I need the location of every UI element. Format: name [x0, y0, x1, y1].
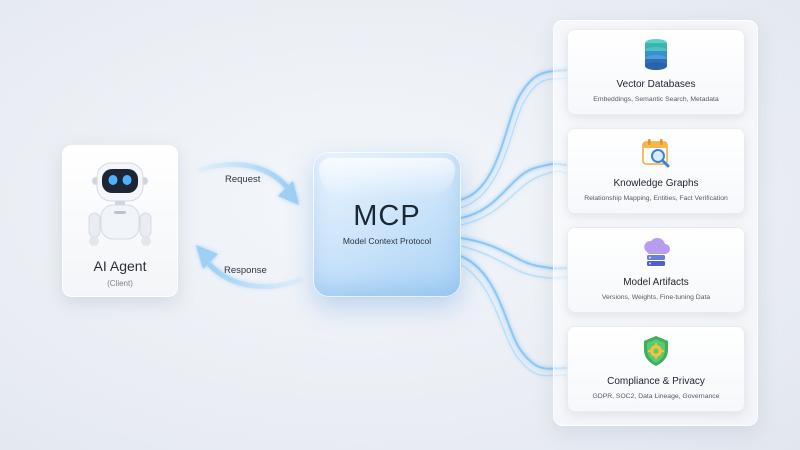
cloud-server-icon: [644, 237, 670, 266]
wire-knowledge-graphs: [460, 162, 568, 219]
database-icon: [645, 39, 667, 70]
wire-model-artifacts: [460, 237, 568, 270]
resource-description: Versions, Weights, Fine-tuning Data: [601, 294, 711, 301]
ai-agent-card[interactable]: AI Agent (Client): [62, 145, 178, 297]
calendar-search-icon: [642, 139, 670, 168]
resource-card-knowledge-graphs[interactable]: Knowledge Graphs Relationship Mapping, E…: [567, 128, 745, 214]
wire-vector-databases: [459, 69, 568, 201]
mcp-title: MCP: [353, 200, 421, 232]
response-label: Response: [224, 265, 267, 276]
resource-title: Knowledge Graphs: [613, 178, 699, 189]
robot-icon: [88, 162, 152, 246]
resource-description: GDPR, SOC2, Data Lineage, Governance: [592, 393, 720, 400]
resource-title: Compliance & Privacy: [607, 376, 705, 387]
agent-subtitle: (Client): [107, 279, 133, 288]
resource-card-vector-databases[interactable]: Vector Databases Embeddings, Semantic Se…: [567, 29, 745, 115]
resource-description: Relationship Mapping, Entities, Fact Ver…: [584, 195, 728, 202]
wire-compliance-privacy: [457, 254, 568, 370]
resources-panel: Vector Databases Embeddings, Semantic Se…: [553, 20, 758, 426]
mcp-subtitle: Model Context Protocol: [342, 236, 432, 246]
resource-card-model-artifacts[interactable]: Model Artifacts Versions, Weights, Fine-…: [567, 227, 745, 313]
resource-title: Vector Databases: [616, 79, 696, 90]
resource-title: Model Artifacts: [623, 277, 689, 288]
shield-gear-icon: [644, 336, 668, 366]
mcp-node[interactable]: MCP Model Context Protocol: [313, 152, 461, 297]
resource-card-compliance-privacy[interactable]: Compliance & Privacy GDPR, SOC2, Data Li…: [567, 326, 745, 412]
resource-description: Embeddings, Semantic Search, Metadata: [593, 96, 719, 103]
request-label: Request: [225, 174, 261, 185]
agent-title: AI Agent: [93, 258, 147, 274]
